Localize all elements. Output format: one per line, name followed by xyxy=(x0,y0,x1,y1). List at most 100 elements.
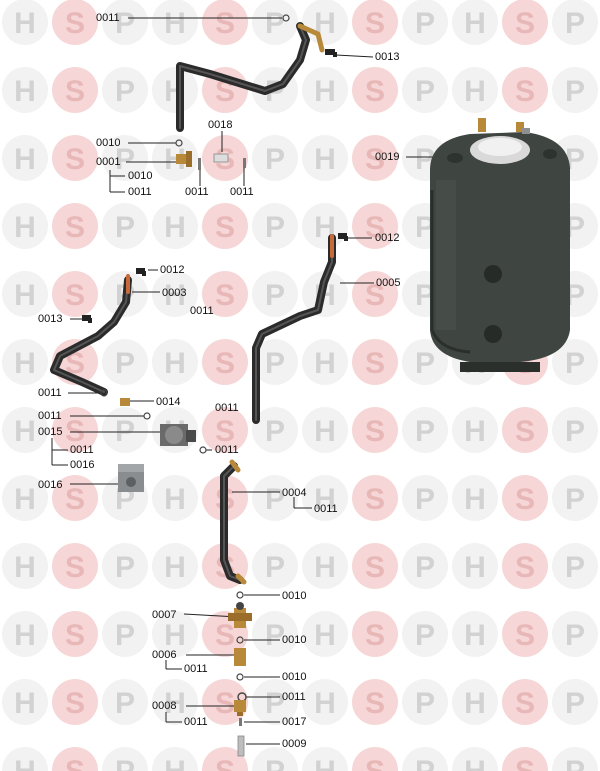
watermark-tile: P xyxy=(552,339,598,385)
watermark-tile: S xyxy=(202,339,248,385)
watermark-tile: H xyxy=(302,747,348,771)
svg-text:S: S xyxy=(365,75,385,108)
svg-text:S: S xyxy=(215,347,235,380)
svg-text:P: P xyxy=(565,619,585,652)
watermark-tile: S xyxy=(352,339,398,385)
svg-text:S: S xyxy=(215,279,235,312)
label-0010-a: 0010 xyxy=(96,137,121,149)
watermark-tile: S xyxy=(352,407,398,453)
svg-text:H: H xyxy=(164,347,186,380)
label-0011-c: 0011 xyxy=(185,186,209,198)
watermark-tile: P xyxy=(552,543,598,589)
svg-text:P: P xyxy=(265,347,285,380)
svg-text:H: H xyxy=(164,143,186,176)
label-0016-b: 0016 xyxy=(38,479,63,491)
svg-text:H: H xyxy=(164,551,186,584)
svg-text:H: H xyxy=(14,415,36,448)
svg-text:H: H xyxy=(14,347,36,380)
svg-text:P: P xyxy=(565,687,585,720)
watermark-tile: S xyxy=(52,679,98,725)
svg-text:H: H xyxy=(314,687,336,720)
svg-text:P: P xyxy=(115,143,135,176)
svg-text:H: H xyxy=(14,551,36,584)
watermark-tile: H xyxy=(152,203,198,249)
watermark-tile: H xyxy=(152,679,198,725)
svg-text:H: H xyxy=(14,143,36,176)
watermark-tile: P xyxy=(252,475,298,521)
svg-text:H: H xyxy=(314,143,336,176)
svg-text:S: S xyxy=(365,483,385,516)
watermark-tile: H xyxy=(152,747,198,771)
svg-text:H: H xyxy=(14,687,36,720)
svg-text:S: S xyxy=(65,7,85,40)
label-0018: 0018 xyxy=(208,119,233,131)
label-0010-e: 0010 xyxy=(282,671,307,683)
label-0011-i: 0011 xyxy=(70,444,94,456)
watermark-tile: H xyxy=(2,407,48,453)
label-0011-g: 0011 xyxy=(215,402,239,414)
watermark-tile: H xyxy=(302,679,348,725)
svg-text:S: S xyxy=(65,755,85,771)
label-0017: 0017 xyxy=(282,716,307,728)
watermark-tile: S xyxy=(352,679,398,725)
svg-text:H: H xyxy=(314,483,336,516)
svg-text:P: P xyxy=(265,7,285,40)
label-0015: 0015 xyxy=(38,426,63,438)
watermark-tile: S xyxy=(352,611,398,657)
watermark-tile: H xyxy=(2,611,48,657)
watermark-tile: H xyxy=(302,67,348,113)
svg-text:S: S xyxy=(515,755,535,771)
watermark-tile: P xyxy=(402,679,448,725)
svg-text:P: P xyxy=(265,279,285,312)
watermark-tile: S xyxy=(52,543,98,589)
svg-text:P: P xyxy=(415,619,435,652)
svg-text:P: P xyxy=(265,483,285,516)
watermark-tile: H xyxy=(152,543,198,589)
watermark-tile: P xyxy=(552,679,598,725)
label-0011-b: 0011 xyxy=(128,186,152,198)
watermark-tile: P xyxy=(102,679,148,725)
watermark-tile: S xyxy=(202,0,248,45)
watermark-tile: P xyxy=(252,747,298,771)
cylinder-tank-0019 xyxy=(430,118,570,372)
o-ring-0010-a xyxy=(175,139,183,147)
label-0010-d: 0010 xyxy=(282,634,307,646)
watermark-tile: H xyxy=(152,339,198,385)
watermark-tile: S xyxy=(202,203,248,249)
watermark-tile: P xyxy=(552,475,598,521)
svg-text:P: P xyxy=(415,143,435,176)
o-ring-0011-h xyxy=(199,446,207,454)
svg-text:H: H xyxy=(14,75,36,108)
pin-0011-a xyxy=(198,158,201,170)
svg-text:H: H xyxy=(164,279,186,312)
label-0006: 0006 xyxy=(152,649,177,661)
svg-text:P: P xyxy=(565,347,585,380)
connector-0012-left xyxy=(136,268,146,276)
svg-text:P: P xyxy=(265,619,285,652)
watermark-tile: H xyxy=(452,611,498,657)
watermark-tile: P xyxy=(252,407,298,453)
watermark-tile: S xyxy=(352,747,398,771)
svg-text:H: H xyxy=(464,415,486,448)
svg-text:H: H xyxy=(464,75,486,108)
svg-text:S: S xyxy=(65,483,85,516)
svg-text:S: S xyxy=(65,211,85,244)
svg-text:P: P xyxy=(115,755,135,771)
watermark-tile: P xyxy=(402,407,448,453)
watermark-tile: P xyxy=(102,135,148,181)
watermark-tile: H xyxy=(302,611,348,657)
svg-text:H: H xyxy=(314,75,336,108)
label-0011-m: 0011 xyxy=(184,716,208,728)
watermark-tile: H xyxy=(152,0,198,45)
label-0011-top: 0011 xyxy=(96,12,120,24)
svg-text:H: H xyxy=(14,483,36,516)
label-0014: 0014 xyxy=(156,396,181,408)
watermark-tile: P xyxy=(252,339,298,385)
svg-text:S: S xyxy=(365,347,385,380)
svg-text:S: S xyxy=(65,75,85,108)
o-ring-0010-e xyxy=(236,673,244,681)
svg-text:S: S xyxy=(365,211,385,244)
svg-text:S: S xyxy=(515,483,535,516)
svg-text:P: P xyxy=(415,687,435,720)
